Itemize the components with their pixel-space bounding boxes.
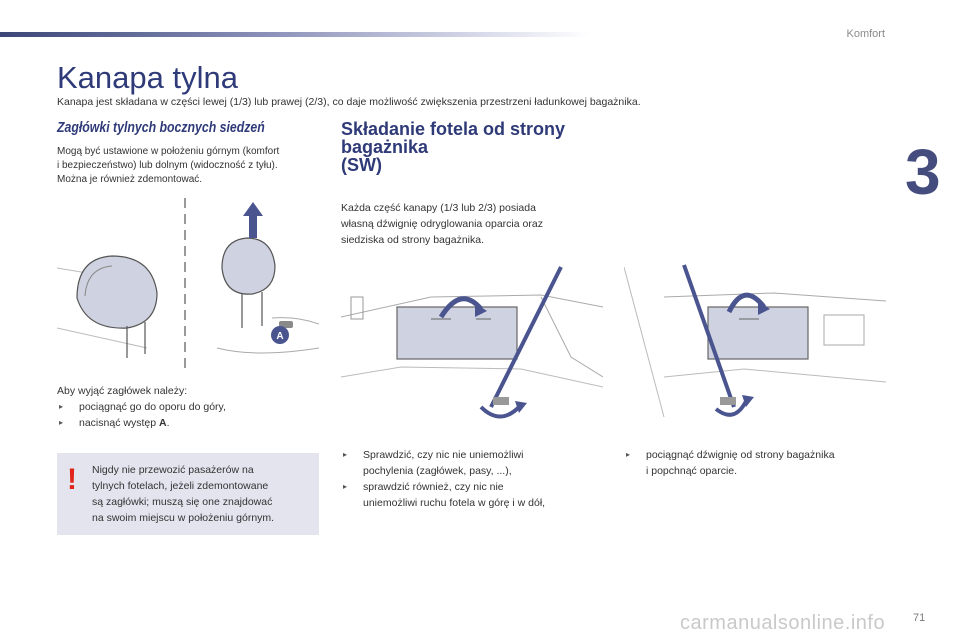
action-text: pociągnąć dźwignię od strony bagażnika i… xyxy=(646,447,835,479)
bullet-marker-icon: ▸ xyxy=(59,418,64,427)
bullet-marker-icon: ▸ xyxy=(59,402,64,411)
folding-heading-line: bagażnika xyxy=(341,137,429,157)
warning-line: na swoim miejscu w położeniu górnym. xyxy=(92,512,275,524)
check-text: Sprawdzić, czy nic nie uniemożliwi pochy… xyxy=(363,447,523,479)
action-line: i popchnąć oparcie. xyxy=(646,465,738,477)
page-title: Kanapa tylna xyxy=(57,60,238,95)
bullet-marker-icon: ▸ xyxy=(343,482,348,491)
warning-box: ! Nigdy nie przewozić pasażerów na tylny… xyxy=(57,453,319,535)
folding-action: ▸ pociągnąć dźwignię od strony bagażnika… xyxy=(624,447,889,479)
bullet-marker-icon: ▸ xyxy=(626,450,631,459)
trunk-illustration-left-seat xyxy=(341,257,603,432)
headrest-paragraph-line: i bezpieczeństwo) lub dolnym (widoczność… xyxy=(57,160,278,171)
folding-paragraph: Każda część kanapy (1/3 lub 2/3) posiada… xyxy=(341,200,591,248)
watermark-text: carmanualsonline.info xyxy=(680,612,886,634)
section-label: Komfort xyxy=(846,28,885,40)
removal-steps: Aby wyjąć zagłówek należy: ▸ pociągnąć g… xyxy=(57,383,322,431)
step-text-end: . xyxy=(166,417,170,429)
chapter-number: 3 xyxy=(905,136,941,208)
headrest-heading: Zagłówki tylnych bocznych siedzeń xyxy=(57,119,265,136)
folding-paragraph-line: siedziska od strony bagażnika. xyxy=(341,234,484,246)
step-text: nacisnąć występ A. xyxy=(79,415,169,431)
warning-text: Nigdy nie przewozić pasażerów na tylnych… xyxy=(92,462,314,526)
list-item: ▸ sprawdzić również, czy nic nie uniemoż… xyxy=(341,479,606,511)
warning-line: tylnych fotelach, jeżeli zdemontowane xyxy=(92,480,269,492)
folding-paragraph-line: Każda część kanapy (1/3 lub 2/3) posiada xyxy=(341,202,536,214)
removal-steps-intro: Aby wyjąć zagłówek należy: xyxy=(57,385,188,397)
folding-heading: Składanie fotela od strony bagażnika (SW… xyxy=(341,120,601,174)
list-item: ▸ Sprawdzić, czy nic nie uniemożliwi poc… xyxy=(341,447,606,479)
check-line: sprawdzić również, czy nic nie xyxy=(363,481,504,493)
trunk-illustration-right-seat xyxy=(624,257,886,432)
header-decorative-bar xyxy=(0,32,590,37)
list-item: ▸ pociągnąć dźwignię od strony bagażnika… xyxy=(624,447,889,479)
intro-text: Kanapa jest składana w części lewej (1/3… xyxy=(57,96,641,108)
headrest-paragraph-line: Można je również zdemontować. xyxy=(57,174,203,185)
check-line: uniemożliwi ruchu fotela w górę i w dół, xyxy=(363,497,546,509)
headrest-paragraph-line: Mogą być ustawione w położeniu górnym (k… xyxy=(57,146,280,157)
step-bold-label: A xyxy=(158,417,167,429)
warning-line: są zagłówki; muszą się one znajdować xyxy=(92,496,273,508)
list-item: ▸ pociągnąć go do oporu do góry, xyxy=(57,399,322,415)
callout-label-a: A xyxy=(276,331,283,342)
step-text-part: nacisnąć występ xyxy=(79,417,159,429)
folding-paragraph-line: własną dźwignię odryglowania oparcia ora… xyxy=(341,218,543,230)
exclamation-icon: ! xyxy=(67,463,77,496)
headrest-paragraph: Mogą być ustawione w położeniu górnym (k… xyxy=(57,145,322,187)
step-text: pociągnąć go do oporu do góry, xyxy=(79,401,226,413)
folding-checks: ▸ Sprawdzić, czy nic nie uniemożliwi poc… xyxy=(341,447,606,511)
warning-line: Nigdy nie przewozić pasażerów na xyxy=(92,464,254,476)
bullet-marker-icon: ▸ xyxy=(343,450,348,459)
page-number: 71 xyxy=(913,612,926,624)
folding-heading-line: Składanie fotela od strony xyxy=(341,119,566,139)
check-line: pochylenia (zagłówek, pasy, ...), xyxy=(363,465,512,477)
headrest-illustration: A xyxy=(57,198,319,373)
list-item: ▸ nacisnąć występ A. xyxy=(57,415,322,431)
action-line: pociągnąć dźwignię od strony bagażnika xyxy=(646,449,835,461)
check-line: Sprawdzić, czy nic nie uniemożliwi xyxy=(363,449,524,461)
check-text: sprawdzić również, czy nic nie uniemożli… xyxy=(363,479,545,511)
folding-heading-line: (SW) xyxy=(341,155,382,175)
